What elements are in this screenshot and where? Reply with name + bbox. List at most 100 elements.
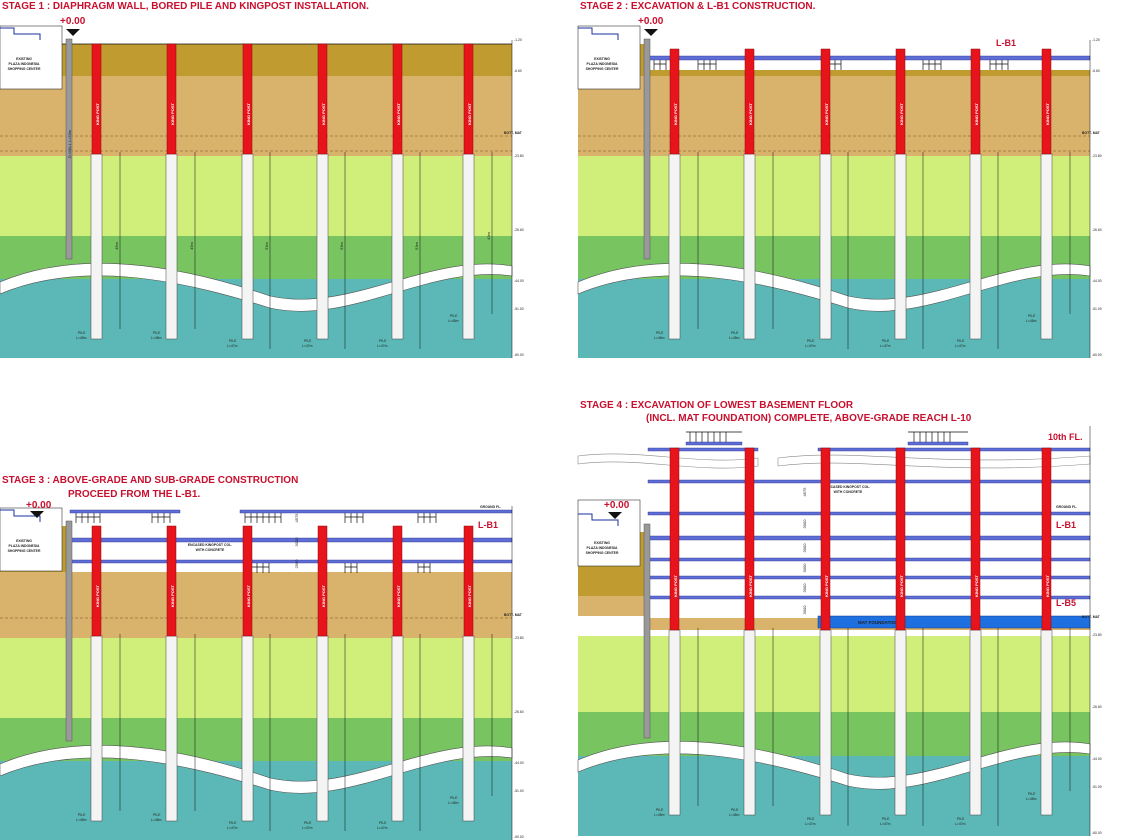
svg-text:L=47m: L=47m [805, 344, 816, 348]
stage-title: STAGE 3 : ABOVE-GRADE AND SUB-GRADE CONS… [2, 475, 298, 486]
svg-text:-26.60: -26.60 [514, 710, 524, 714]
svg-text:PILE: PILE [731, 331, 739, 335]
kingpost [166, 43, 177, 155]
svg-text:KING POST: KING POST [246, 102, 251, 125]
level-tag-b1: L-B1 [478, 520, 498, 530]
kingpost-labels: KING POST KING POST KING POST KING POST … [673, 102, 1050, 125]
datum-label: +0.00 [638, 16, 664, 27]
kingpost-labels: KING POST KING POST KING POST KING POST … [95, 584, 472, 607]
soil-layer-lime [578, 156, 1090, 236]
level-tag-b1: L-B1 [1056, 520, 1076, 530]
svg-text:KING POST: KING POST [170, 584, 175, 607]
svg-text:PILE: PILE [304, 821, 312, 825]
svg-text:KING POST: KING POST [899, 102, 904, 125]
pile-length-dims [119, 506, 513, 840]
svg-text:L=45m: L=45m [729, 813, 740, 817]
level-markers: BOTT. MAT -23.80 -26.60 -44.00 -51.00 -6… [504, 613, 524, 839]
level-tag-b5: L-B5 [1056, 598, 1076, 608]
svg-text:PILE: PILE [379, 821, 387, 825]
stage-3-panel: STAGE 3 : ABOVE-GRADE AND SUB-GRADE CONS… [0, 475, 524, 840]
svg-text:PLAZA INDONESIA: PLAZA INDONESIA [587, 62, 619, 66]
svg-text:-6.60: -6.60 [514, 69, 522, 73]
mat-foundation-label: MAT FOUNDATION [858, 620, 898, 625]
svg-text:KING POST: KING POST [974, 102, 979, 125]
svg-text:L=47m: L=47m [227, 344, 238, 348]
shoring-frames [686, 431, 968, 442]
pile-length-marks: 45m 45m 53m 53m 53m 43m [114, 231, 491, 249]
svg-text:-51.00: -51.00 [514, 307, 524, 311]
svg-text:3000: 3000 [294, 537, 299, 547]
svg-text:PILE: PILE [229, 821, 237, 825]
svg-text:BOTT. MAT: BOTT. MAT [504, 131, 523, 135]
stage-2-panel: STAGE 2 : EXCAVATION & L-B1 CONSTRUCTION… [577, 1, 1102, 358]
svg-text:L=45m: L=45m [729, 336, 740, 340]
stage-title: STAGE 2 : EXCAVATION & L-B1 CONSTRUCTION… [580, 1, 816, 12]
svg-text:45m: 45m [114, 241, 119, 249]
svg-text:PILE: PILE [153, 813, 161, 817]
bored-pile [241, 153, 254, 340]
svg-text:-44.00: -44.00 [1092, 279, 1102, 283]
kingpost-labels: KING POST KING POST KING POST KING POST … [673, 574, 1050, 597]
svg-text:KING POST: KING POST [824, 102, 829, 125]
svg-text:-51.00: -51.00 [1092, 307, 1102, 311]
svg-text:SHOPPING CENTER: SHOPPING CENTER [8, 549, 41, 553]
svg-text:PILE: PILE [882, 339, 890, 343]
svg-text:4575: 4575 [802, 487, 807, 497]
svg-text:KING POST: KING POST [748, 574, 753, 597]
kingpost [91, 43, 102, 155]
soil-layer-teal [578, 279, 1090, 358]
svg-text:KING POST: KING POST [467, 584, 472, 607]
svg-text:PILE: PILE [304, 339, 312, 343]
svg-text:KING POST: KING POST [95, 102, 100, 125]
kingpost [242, 43, 253, 155]
svg-text:L=45m: L=45m [448, 801, 459, 805]
encased-note: ENCASED KINGPOST COL. [188, 543, 232, 547]
svg-text:L=47m: L=47m [377, 826, 388, 830]
soil-layer-teal [578, 756, 1090, 836]
svg-text:PILE: PILE [957, 339, 965, 343]
svg-text:-44.00: -44.00 [514, 761, 524, 765]
slabs [69, 509, 513, 564]
svg-text:KING POST: KING POST [321, 102, 326, 125]
svg-text:53m: 53m [339, 241, 344, 249]
diaphragm-wall [643, 523, 651, 739]
soil-layer-top [0, 44, 512, 76]
svg-text:3000: 3000 [802, 605, 807, 615]
svg-text:-26.60: -26.60 [514, 228, 524, 232]
bored-pile [90, 153, 103, 340]
svg-text:-1.20: -1.20 [514, 38, 522, 42]
svg-text:-60.00: -60.00 [1092, 353, 1102, 357]
diaphragm-wall [643, 38, 651, 260]
svg-text:SHOPPING CENTER: SHOPPING CENTER [586, 551, 619, 555]
svg-text:PILE: PILE [656, 331, 664, 335]
svg-text:PILE: PILE [450, 314, 458, 318]
svg-text:L=45m: L=45m [1026, 319, 1037, 323]
soil-layer-tan [578, 76, 1090, 156]
svg-text:-23.80: -23.80 [1092, 154, 1102, 158]
svg-text:PILE: PILE [957, 817, 965, 821]
soil-layer-teal [0, 761, 512, 840]
soil-layer-lime [578, 636, 1090, 712]
diaphragm-wall [65, 38, 73, 260]
svg-text:3000: 3000 [802, 563, 807, 573]
svg-text:KING POST: KING POST [396, 584, 401, 607]
bored-pile [316, 153, 329, 340]
kingpost [317, 43, 328, 155]
svg-text:L=47m: L=47m [880, 344, 891, 348]
svg-text:3000: 3000 [802, 583, 807, 593]
svg-text:L=45m: L=45m [151, 336, 162, 340]
svg-text:KING POST: KING POST [974, 574, 979, 597]
svg-text:WITH CONCRETE: WITH CONCRETE [834, 490, 863, 494]
stage-title-line2: PROCEED FROM THE L-B1. [68, 489, 200, 500]
svg-text:KING POST: KING POST [396, 102, 401, 125]
svg-text:KING POST: KING POST [673, 574, 678, 597]
slab-level-b1 [647, 55, 1091, 61]
svg-text:-23.80: -23.80 [1092, 633, 1102, 637]
building-label-1: EXISTING [16, 57, 32, 61]
svg-text:-51.00: -51.00 [514, 789, 524, 793]
svg-text:PILE: PILE [807, 339, 815, 343]
